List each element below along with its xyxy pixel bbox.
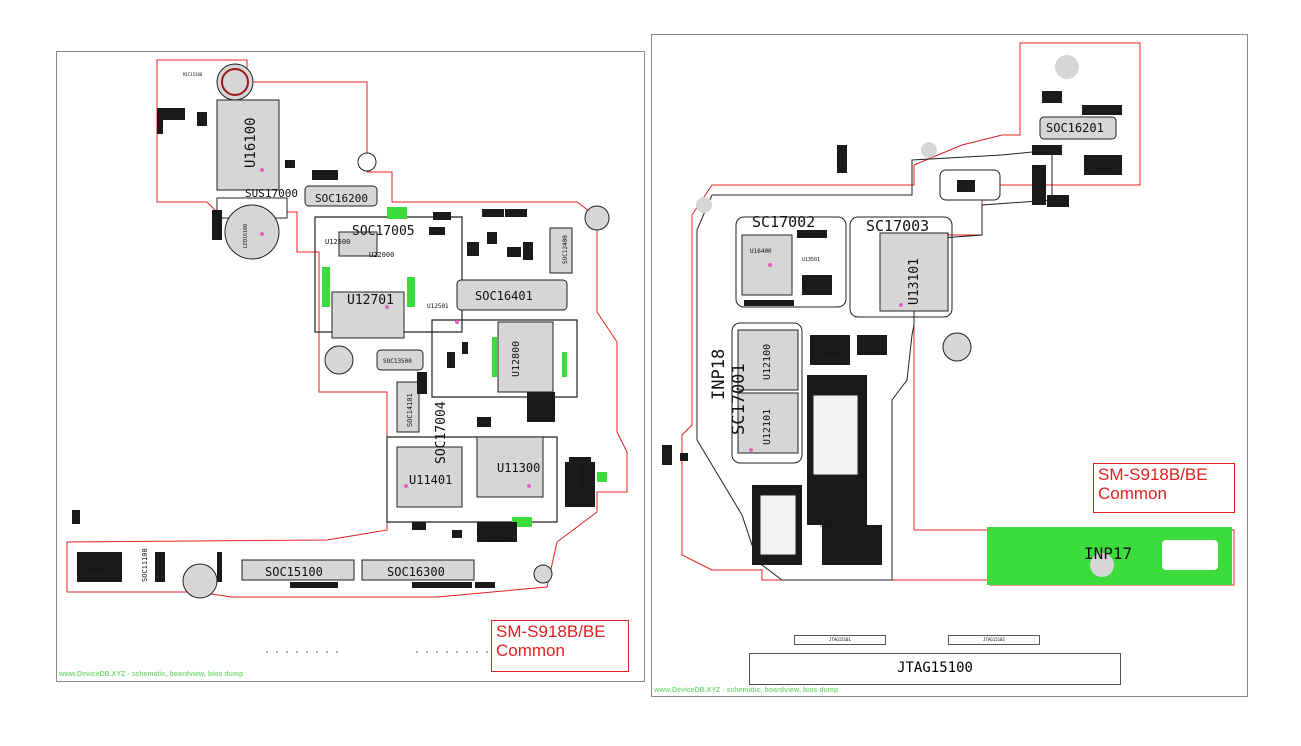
label-u16400: U16400 bbox=[750, 248, 772, 255]
label-sus17000: SUS17000 bbox=[245, 187, 298, 200]
left-board-panel: U16100 SUS17000 SOC16200 MIC15200 LED161… bbox=[56, 51, 645, 682]
model-label-box: SM-S918B/BE Common bbox=[1093, 463, 1235, 513]
chip-u16100 bbox=[216, 99, 280, 191]
label-soc17005: SOC17005 bbox=[352, 224, 415, 239]
label-soc11100: SOC11100 bbox=[141, 548, 149, 582]
model-name: SM-S918B/BE bbox=[1098, 465, 1208, 484]
label-soc12400: SOC12400 bbox=[562, 235, 569, 264]
label-u12100: U12100 bbox=[762, 344, 773, 380]
watermark: www.DeviceDB.XYZ - schematic, boardview,… bbox=[654, 687, 839, 694]
label-soc14101: SOC14101 bbox=[406, 393, 414, 427]
label-u16350: U16350 bbox=[820, 523, 838, 529]
board-outline bbox=[66, 59, 628, 598]
label-sc17003: SC17003 bbox=[866, 217, 929, 235]
label-soc17004: SOC17004 bbox=[434, 401, 449, 464]
label-inp17: INP17 bbox=[1084, 544, 1132, 563]
label-soc16200: SOC16200 bbox=[315, 192, 368, 205]
jtag15101-connector: JTAG15101 bbox=[794, 635, 886, 645]
label-sc17002: SC17002 bbox=[752, 213, 815, 231]
label-soc14400: SOC14400 bbox=[581, 468, 587, 492]
right-board-drawing: SOC16201 SC17002 SC17003 U16400 U13501 U… bbox=[662, 42, 1235, 586]
label-sc17001: SC17001 bbox=[729, 363, 749, 435]
label-u12800: U12800 bbox=[511, 341, 522, 377]
jtag15100-connector: JTAG15100 bbox=[749, 653, 1121, 685]
model-common: Common bbox=[1098, 484, 1167, 503]
label-u12701: U12701 bbox=[347, 293, 394, 308]
label-u11300: U11300 bbox=[497, 461, 540, 475]
label-u11500: U11500 bbox=[85, 567, 103, 573]
label-led16100: LED16100 bbox=[243, 224, 249, 248]
label-u11401: U11401 bbox=[409, 473, 452, 487]
label-inp18: INP18 bbox=[709, 349, 729, 400]
right-board-panel: SOC16201 SC17002 SC17003 U16400 U13501 U… bbox=[651, 34, 1248, 697]
model-label-box: SM-S918B/BE Common bbox=[491, 620, 629, 672]
label-soc15100: SOC15100 bbox=[265, 565, 323, 579]
watermark: www.DeviceDB.XYZ - schematic, boardview,… bbox=[59, 671, 244, 678]
label-soc14100: SOC14100 bbox=[482, 537, 511, 544]
label-u12500: U12500 bbox=[325, 238, 350, 246]
label-u12101: U12101 bbox=[762, 409, 773, 445]
label-u16100: U16100 bbox=[243, 117, 259, 168]
label-soc13500: SOC13500 bbox=[383, 358, 412, 365]
label-soc16300: SOC16300 bbox=[387, 565, 445, 579]
left-board-drawing: U16100 SUS17000 SOC16200 MIC15200 LED161… bbox=[66, 59, 628, 653]
label-u22000: U22000 bbox=[369, 251, 394, 259]
label-mic15201: MIC15201 bbox=[1092, 165, 1112, 170]
model-common: Common bbox=[496, 641, 565, 660]
chip-u13101 bbox=[879, 232, 949, 312]
model-name: SM-S918B/BE bbox=[496, 622, 606, 641]
chip-u12701 bbox=[331, 291, 405, 339]
label-u12501: U12501 bbox=[427, 303, 449, 310]
jtag15102-connector: JTAG15102 bbox=[948, 635, 1040, 645]
label-soc16201: SOC16201 bbox=[1046, 121, 1104, 135]
label-soc16401: SOC16401 bbox=[475, 289, 533, 303]
label-u13501: U13501 bbox=[802, 257, 820, 263]
label-u14102: U14102 bbox=[824, 350, 846, 357]
label-u13101: U13101 bbox=[907, 258, 922, 305]
label-mic15200: MIC15200 bbox=[183, 72, 203, 77]
